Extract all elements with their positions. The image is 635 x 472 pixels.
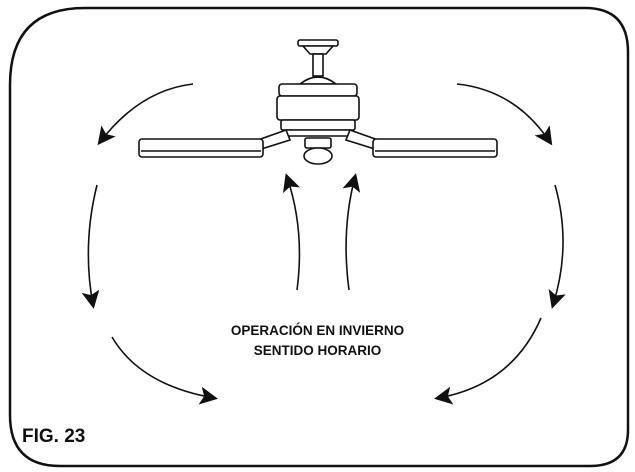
airflow-arrows (81, 83, 566, 405)
fan-motor-band (280, 119, 356, 131)
ceiling-fan (138, 39, 498, 165)
airflow-arrow-up-right (342, 173, 361, 291)
airflow-arrow-up-left (282, 173, 301, 291)
airflow-arrow-top-right (456, 83, 553, 146)
fan-canopy (297, 39, 339, 47)
airflow-arrow-left-wall (81, 184, 100, 309)
figure-label: FIG. 23 (22, 426, 86, 447)
airflow-arrow-right-wall (548, 184, 566, 309)
airflow-arrow-bottom-right (434, 317, 542, 405)
fan-motor-body (276, 95, 360, 121)
caption-line-2: SENTIDO HORARIO (253, 343, 382, 358)
caption-line-1: OPERACIÓN EN INVIERNO (230, 323, 405, 338)
left-blade (138, 138, 264, 158)
diagram-frame (8, 6, 630, 468)
fan-motor-top (278, 83, 358, 97)
fan-light-cap (303, 147, 333, 165)
airflow-arrow-top-left (97, 83, 194, 146)
fan-canopy-bell (301, 45, 335, 55)
airflow-arrow-bottom-left (111, 336, 218, 405)
fan-motor-bottom (284, 129, 352, 137)
right-blade (372, 138, 498, 158)
fan-switch-housing (304, 137, 332, 149)
fan-downrod (312, 53, 324, 77)
fan-coupling (297, 76, 339, 85)
